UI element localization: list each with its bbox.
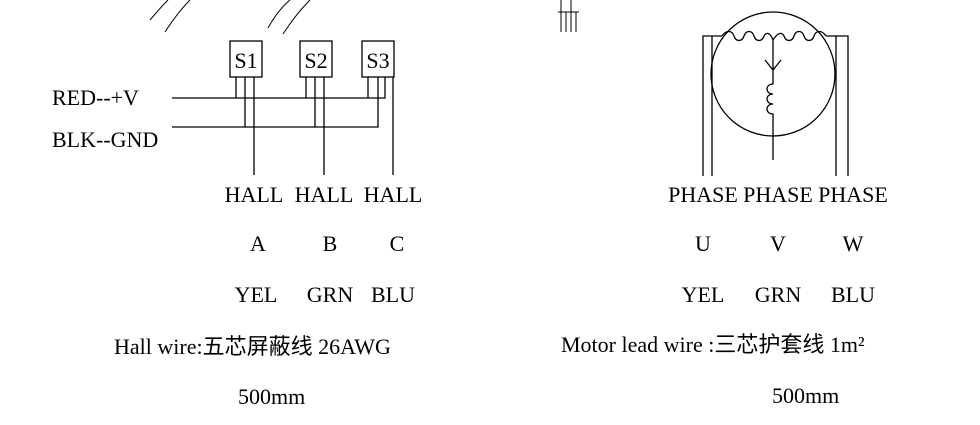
- lead-wire-u-outer: [702, 35, 722, 176]
- hall-phase-b: B: [323, 231, 338, 256]
- sensor-label-s1: S1: [234, 48, 257, 73]
- winding-u: [721, 30, 774, 42]
- hall-label-b: HALL: [295, 182, 354, 207]
- phase-label-v: PHASE: [743, 182, 813, 207]
- arc-left-outer: [149, 0, 169, 21]
- motor-wire-length: 500mm: [772, 383, 839, 408]
- hall-label-c: HALL: [364, 182, 423, 207]
- connector-glyph: [558, 0, 579, 32]
- gnd-bus: [172, 77, 379, 128]
- phase-letter-u: U: [695, 231, 711, 256]
- hall-label-a: HALL: [225, 182, 284, 207]
- motor-section: PHASE PHASE PHASE U V W YEL GRN BLU Moto…: [558, 0, 888, 408]
- red-power-label: RED--+V: [52, 85, 139, 110]
- winding-w: [772, 30, 827, 42]
- arc-left-inner: [164, 0, 191, 33]
- arc-right-inner: [282, 0, 311, 35]
- sensor-box-s1: [229, 40, 263, 78]
- phase-label-w: PHASE: [818, 182, 888, 207]
- phase-label-u: PHASE: [668, 182, 738, 207]
- hall-color-b: GRN: [307, 282, 354, 307]
- hall-color-a: YEL: [235, 282, 278, 307]
- hall-color-c: BLU: [371, 282, 415, 307]
- phase-letter-w: W: [843, 231, 864, 256]
- sensor-label-s3: S3: [366, 48, 389, 73]
- phase-color-w: BLU: [831, 282, 875, 307]
- phase-color-u: YEL: [682, 282, 725, 307]
- phase-letter-v: V: [770, 231, 786, 256]
- hall-phase-c: C: [390, 231, 405, 256]
- sensor-label-s2: S2: [304, 48, 327, 73]
- lead-wire-w-outer: [826, 35, 849, 176]
- winding-v: [766, 70, 774, 138]
- vcc-bus: [172, 77, 386, 99]
- hall-wire-spec: Hall wire:五芯屏蔽线 26AWG: [114, 334, 391, 359]
- hall-phase-a: A: [250, 231, 266, 256]
- sensor-box-s2: [299, 40, 333, 78]
- hall-wire-length: 500mm: [238, 384, 305, 409]
- winding-center: [764, 40, 782, 71]
- black-ground-label: BLK--GND: [52, 127, 158, 152]
- arc-right-outer: [267, 0, 291, 29]
- phase-color-v: GRN: [755, 282, 802, 307]
- motor-wire-spec: Motor lead wire :三芯护套线 1m²: [561, 332, 865, 357]
- hall-section: S1 S2 S3 RED--+V BLK--GND HALL HALL HALL…: [52, 0, 422, 409]
